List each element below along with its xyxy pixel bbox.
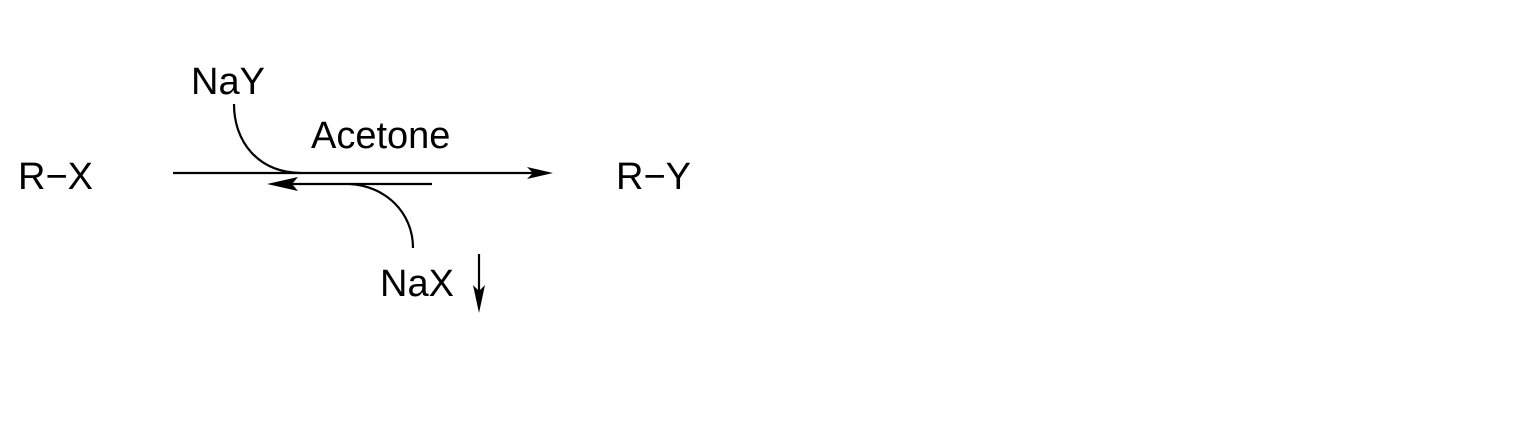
precipitate-arrowhead [473, 285, 485, 313]
reverse-arrow [267, 177, 432, 191]
byproduct-exit-curve [349, 182, 415, 249]
solvent-label: Acetone [311, 115, 450, 157]
forward-arrowhead [527, 167, 553, 179]
byproduct-label: NaX [380, 263, 454, 305]
reagent-entry-curve [232, 103, 301, 175]
reagent-label: NaY [191, 61, 265, 103]
product-label: R−Y [616, 156, 691, 198]
precipitate-down-arrow-icon [473, 254, 485, 313]
reverse-arrowhead [267, 177, 298, 191]
reactant-label: R−X [18, 156, 93, 198]
forward-arrow [173, 167, 553, 179]
